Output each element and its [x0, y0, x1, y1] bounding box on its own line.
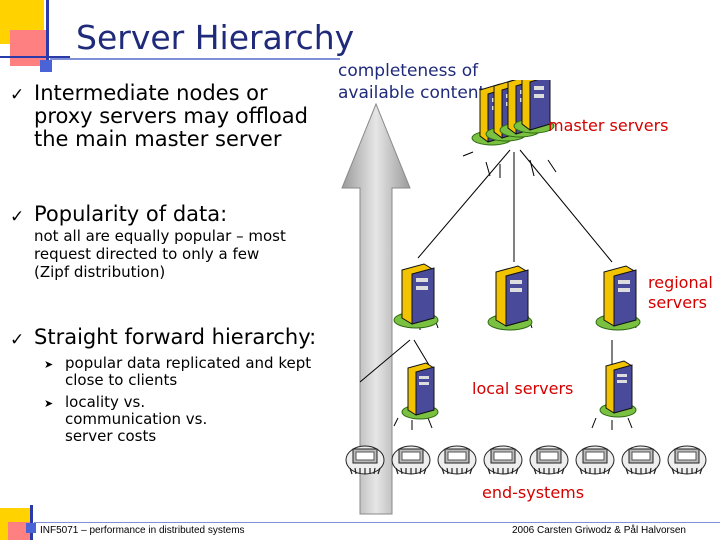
label-regional-servers-1: regional: [648, 273, 713, 292]
label-regional-servers-2: servers: [648, 293, 707, 312]
bullet-1-line-3: the main master server: [34, 127, 282, 151]
bullet-3-head: Straight forward hierarchy:: [34, 325, 317, 349]
regional-server-2: [487, 265, 533, 331]
bullet-2-sub-2: request directed to only a few: [34, 245, 260, 263]
checkmark-icon: ✓: [10, 330, 25, 350]
label-end-systems: end-systems: [482, 483, 585, 502]
master-server-stack: [471, 80, 555, 146]
bullet-2-head: Popularity of data:: [34, 202, 228, 226]
label-local-servers: local servers: [472, 379, 574, 398]
arrowhead-icon: ➤: [44, 397, 54, 410]
completeness-arrow: [341, 102, 411, 515]
title-underline: [50, 58, 340, 60]
end-systems-row: [345, 445, 707, 475]
bullet-1-line-1: Intermediate nodes or: [34, 81, 268, 105]
arrow-label-line-1: completeness of: [338, 61, 479, 81]
deco-line-v-bottom: [30, 505, 33, 540]
bullet-3-item-2-line-3: server costs: [65, 427, 157, 445]
bullet-2-sub-3: (Zipf distribution): [34, 263, 166, 281]
bullet-3-item-2-line-2: communication vs.: [65, 410, 208, 428]
deco-line-h: [0, 56, 70, 58]
local-server-1: [401, 362, 439, 420]
arrow-label-line-2: available content: [338, 83, 486, 103]
footer-right: 2006 Carsten Griwodz & Pål Halvorsen: [512, 525, 686, 536]
regional-server-3: [595, 265, 641, 331]
arrowhead-icon: ➤: [44, 358, 54, 371]
bullet-3-item-1-line-1: popular data replicated and kept: [65, 354, 312, 372]
checkmark-icon: ✓: [10, 85, 25, 105]
bullet-3-item-1-line-2: close to clients: [65, 371, 178, 389]
checkmark-icon: ✓: [10, 207, 25, 227]
deco-line-v: [46, 0, 49, 70]
deco-square-blue: [40, 60, 52, 72]
bullet-3-item-2-line-1: locality vs.: [65, 393, 146, 411]
local-server-2: [599, 360, 637, 418]
deco-square-blue-bottom: [26, 523, 36, 533]
label-master-servers: master servers: [548, 116, 669, 135]
bullet-1-line-2: proxy servers may offload: [34, 104, 308, 128]
page-title: Server Hierarchy: [76, 18, 355, 57]
regional-server-1: [393, 263, 439, 329]
footer-left: INF5071 – performance in distributed sys…: [40, 525, 245, 536]
footer-divider: [34, 522, 720, 523]
bullet-2-sub-1: not all are equally popular – most: [34, 227, 286, 245]
